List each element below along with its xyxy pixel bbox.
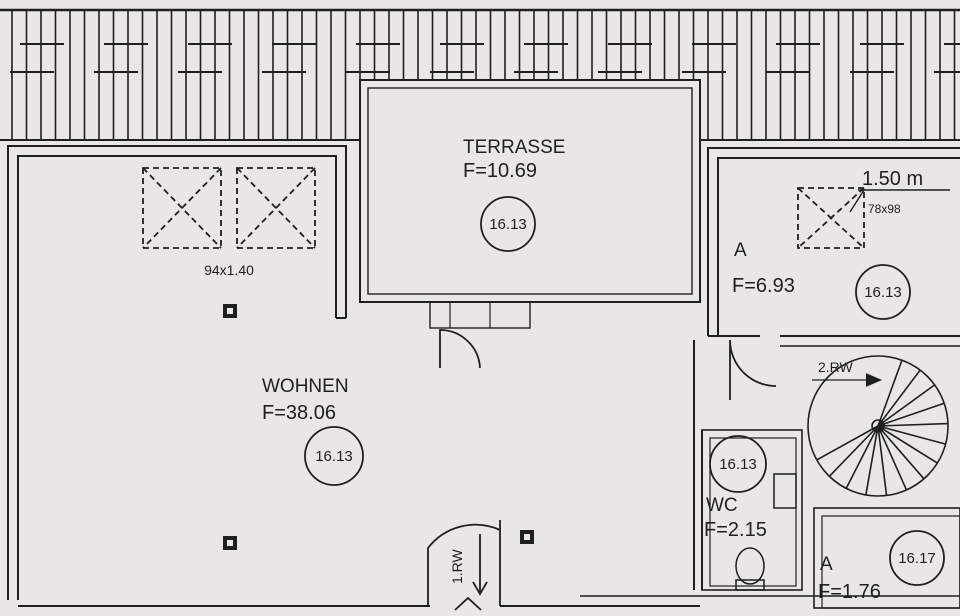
room-terrasse-area: F=10.69 xyxy=(463,160,537,182)
room-a-lower: 16.17 A F=1.76 xyxy=(818,550,936,603)
room-wohnen-name: WOHNEN xyxy=(262,376,349,397)
room-wohnen-area: F=38.06 xyxy=(262,402,336,424)
room-wc-code: 16.13 xyxy=(719,456,757,473)
room-wc: 16.13 WC F=2.15 xyxy=(704,456,767,541)
stair-arrow-lower xyxy=(454,534,488,611)
skylight-size-right: 78x98 xyxy=(868,202,901,216)
room-wohnen-code: 16.13 xyxy=(315,448,353,465)
room-a-lower-area: F=1.76 xyxy=(818,581,881,603)
spiral-staircase xyxy=(807,355,949,497)
code-circles xyxy=(304,196,945,586)
room-a-upper-area: F=6.93 xyxy=(732,275,795,297)
room-a-upper-code: 16.13 xyxy=(864,284,902,301)
skylight-size-left: 94x1.40 xyxy=(204,262,254,278)
stair-label-lower: 1.RW xyxy=(449,548,465,584)
dimension-line xyxy=(849,189,950,213)
dimension-label: 1.50 m xyxy=(862,168,923,190)
stair-label-upper: 2.RW xyxy=(818,359,854,375)
room-a-lower-code: 16.17 xyxy=(898,550,936,567)
room-wc-name: WC xyxy=(706,495,738,516)
skylight-left-1 xyxy=(142,167,222,249)
room-a-upper-name: A xyxy=(734,240,747,261)
room-wohnen: WOHNEN F=38.06 16.13 xyxy=(262,376,353,465)
skylight-left-2 xyxy=(236,167,316,249)
room-wc-area: F=2.15 xyxy=(704,519,767,541)
markers xyxy=(223,304,534,550)
skylight-right xyxy=(797,187,865,249)
room-a-upper: A F=6.93 16.13 xyxy=(732,240,902,301)
room-a-lower-name: A xyxy=(820,554,833,575)
room-terrasse: TERRASSE F=10.69 16.13 xyxy=(463,137,565,233)
doors xyxy=(427,301,777,606)
balcony-railing xyxy=(0,8,960,141)
room-terrasse-name: TERRASSE xyxy=(463,137,565,158)
wc-fixtures xyxy=(735,473,797,591)
room-terrasse-code: 16.13 xyxy=(489,216,527,233)
